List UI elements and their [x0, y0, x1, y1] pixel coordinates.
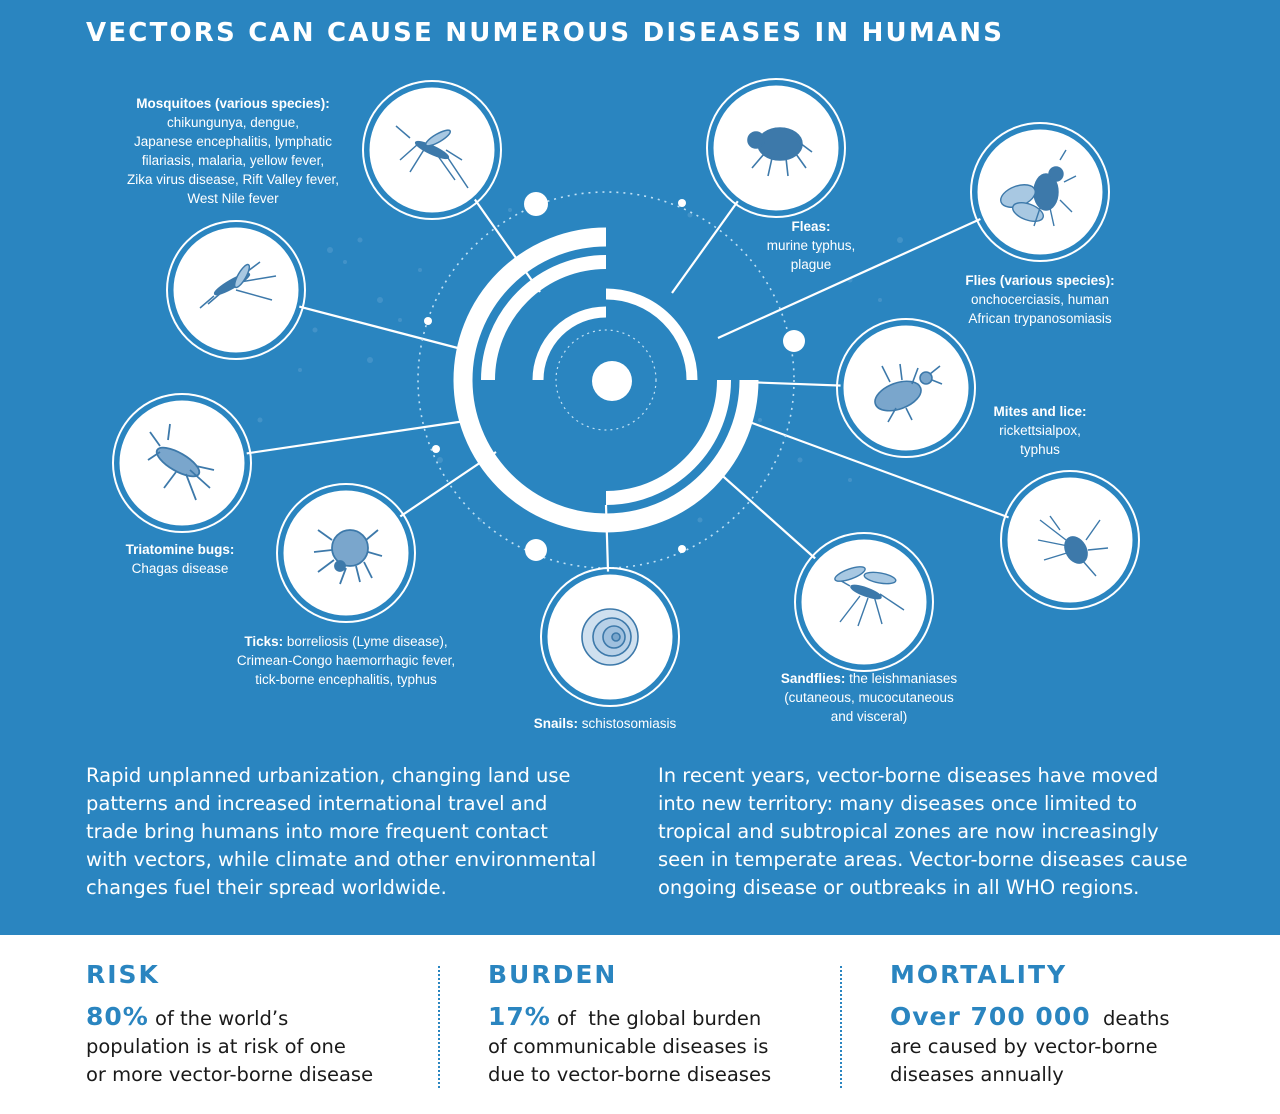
paragraph-line: ongoing disease or outbreaks in all WHO … — [658, 876, 1140, 899]
paragraph-line: seen in temperate areas. Vector-borne di… — [658, 848, 1188, 871]
disease-line: typhus — [1020, 442, 1060, 457]
vector-name: Sandflies: — [780, 671, 846, 686]
paragraph-line: patterns and increased international tra… — [86, 792, 548, 815]
stat-value: Over 700 000 — [890, 1002, 1091, 1031]
paragraph-line: with vectors, while climate and other en… — [86, 848, 597, 871]
snail-node — [540, 567, 680, 707]
stat-line: of the world’s — [148, 1007, 289, 1030]
snails-label: Snails: schistosomiasis — [505, 714, 705, 733]
louse-node — [836, 318, 976, 458]
orbit-dots — [424, 192, 805, 561]
triatomine-bug-icon — [147, 423, 215, 501]
vector-name: Triatomine bugs: — [125, 542, 235, 557]
mites-lice-label: Mites and lice: rickettsialpox, typhus — [975, 402, 1105, 459]
disease-line: Crimean-Congo haemorrhagic fever, — [236, 653, 456, 668]
snail-icon — [581, 608, 639, 666]
central-target — [453, 227, 759, 533]
disease-line: and visceral) — [830, 709, 908, 724]
paragraph-line: Rapid unplanned urbanization, changing l… — [86, 764, 571, 787]
triatomine-label: Triatomine bugs: Chagas disease — [110, 540, 250, 578]
disease-line: plague — [790, 257, 832, 272]
fly-icon — [1000, 149, 1077, 227]
stat-line: of communicable diseases is — [488, 1035, 769, 1058]
tick-node — [276, 483, 416, 623]
new-territory-paragraph: In recent years, vector-borne diseases h… — [658, 762, 1218, 902]
stat-text: 80% of the world’s population is at risk… — [86, 1003, 426, 1089]
stats-panel — [0, 935, 1280, 1114]
stat-value: 80% — [86, 1002, 149, 1031]
mosquito-flying-node — [166, 220, 306, 360]
disease-line: filariasis, malaria, yellow fever, — [141, 153, 325, 168]
paragraph-line: into new territory: many diseases once l… — [658, 792, 1137, 815]
stat-divider — [438, 966, 440, 1088]
mite-icon — [1037, 515, 1109, 577]
stat-line: population is at risk of one — [86, 1035, 346, 1058]
paragraph-line: changes fuel their spread worldwide. — [86, 876, 447, 899]
burden-stat: BURDEN 17% of the global burden of commu… — [488, 960, 828, 1089]
stat-heading: BURDEN — [488, 960, 618, 989]
disease-line: Zika virus disease, Rift Valley fever, — [126, 172, 340, 187]
disease-line: Japanese encephalitis, lymphatic — [133, 134, 333, 149]
flea-icon — [747, 127, 813, 177]
disease-line: the leishmaniases — [849, 671, 958, 686]
disease-line: murine typhus, — [766, 238, 856, 253]
fly-node — [970, 122, 1110, 262]
vector-circles — [112, 78, 1140, 707]
risk-stat: RISK 80% of the world’s population is at… — [86, 960, 426, 1089]
sandfly-node — [794, 532, 934, 672]
disease-line: chikungunya, dengue, — [166, 115, 300, 130]
stat-divider — [840, 966, 842, 1088]
stat-line: or more vector-borne disease — [86, 1063, 374, 1086]
disease-line: (cutaneous, mucocutaneous — [784, 690, 954, 705]
sandfly-icon — [834, 566, 905, 627]
disease-line: onchocerciasis, human — [970, 292, 1110, 307]
stat-line: are caused by vector-borne — [890, 1035, 1158, 1058]
stat-heading: MORTALITY — [890, 960, 1068, 989]
disease-line: rickettsialpox, — [999, 423, 1081, 438]
stat-value: 17% — [488, 1002, 551, 1031]
flies-label: Flies (various species): onchocerciasis,… — [930, 271, 1150, 328]
stat-heading: RISK — [86, 960, 160, 989]
stat-line: due to vector-borne diseases — [488, 1063, 772, 1086]
stat-text: 17% of the global burden of communicable… — [488, 1003, 828, 1089]
vector-name: Flies (various species): — [965, 273, 1115, 288]
paragraph-line: trade bring humans into more frequent co… — [86, 820, 548, 843]
stat-line: deaths — [1090, 1007, 1170, 1030]
fleas-label: Fleas: murine typhus, plague — [731, 217, 891, 274]
flea-node — [706, 78, 846, 218]
mortality-stat: MORTALITY Over 700 000 deaths are caused… — [890, 960, 1230, 1089]
vector-name: Snails: — [533, 716, 578, 731]
tick-icon — [313, 529, 383, 585]
disease-line: African trypanosomiasis — [968, 311, 1112, 326]
vector-diagram — [112, 78, 1140, 707]
vector-name: Fleas: — [791, 219, 831, 234]
ticks-label: Ticks: borreliosis (Lyme disease), Crime… — [206, 632, 486, 689]
urbanization-paragraph: Rapid unplanned urbanization, changing l… — [86, 762, 631, 902]
vector-name: Ticks: — [244, 634, 284, 649]
stat-line: diseases annually — [890, 1063, 1064, 1086]
paragraph-line: In recent years, vector-borne diseases h… — [658, 764, 1159, 787]
diagram-panel: VECTORS CAN CAUSE NUMEROUS DISEASES IN H… — [0, 0, 1280, 935]
disease-line: West Nile fever — [187, 191, 279, 206]
paragraph-line: tropical and subtropical zones are now i… — [658, 820, 1159, 843]
center-dot — [592, 361, 632, 401]
vector-name: Mites and lice: — [993, 404, 1087, 419]
page-title: VECTORS CAN CAUSE NUMEROUS DISEASES IN H… — [86, 18, 1005, 48]
mosquito-flying-icon — [199, 261, 277, 309]
stat-text: Over 700 000 deaths are caused by vector… — [890, 1003, 1230, 1089]
louse-icon — [874, 363, 943, 423]
disease-line: Chagas disease — [131, 561, 229, 576]
triatomine-bug-node — [112, 393, 252, 533]
mosquitoes-label: Mosquitoes (various species): chikunguny… — [116, 94, 350, 208]
disease-line: borreliosis (Lyme disease), — [286, 634, 448, 649]
mite-node — [1000, 470, 1140, 610]
stat-line: of the global burden — [550, 1007, 762, 1030]
disease-line: tick-borne encephalitis, typhus — [255, 672, 437, 687]
mosquito-icon — [395, 125, 469, 189]
disease-line: schistosomiasis — [581, 716, 677, 731]
sandflies-label: Sandflies: the leishmaniases (cutaneous,… — [756, 669, 982, 726]
mosquito-node — [362, 80, 502, 220]
vector-name: Mosquitoes (various species): — [136, 96, 330, 111]
